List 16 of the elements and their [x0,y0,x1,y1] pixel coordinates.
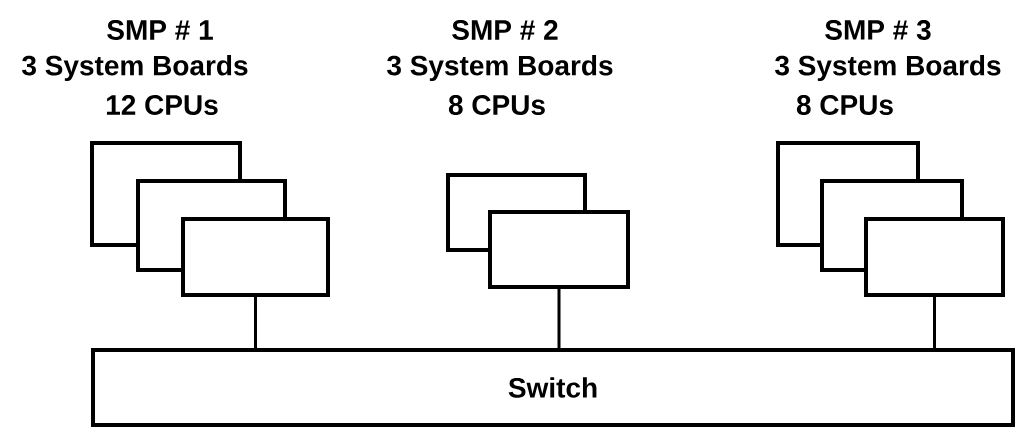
heading-text: 8 CPUs [796,95,893,115]
heading-text: 3 System Boards [22,54,248,82]
system-board-box [181,217,330,297]
heading-text: 8 CPUs [448,95,545,115]
system-board-box [488,210,630,289]
heading-text: 12 CPUs [106,95,218,115]
heading-text: 3 System Boards [775,54,1001,82]
connector-line [933,295,936,350]
heading-text: 3 System Boards [387,54,613,82]
heading-text: SMP # 2 [452,20,558,40]
system-board-box [864,217,1005,297]
heading-text: SMP # 3 [825,20,931,40]
connector-line [254,295,257,350]
switch-box: Switch [91,348,1015,427]
connector-line [557,287,561,350]
heading-text: SMP # 1 [107,20,213,40]
